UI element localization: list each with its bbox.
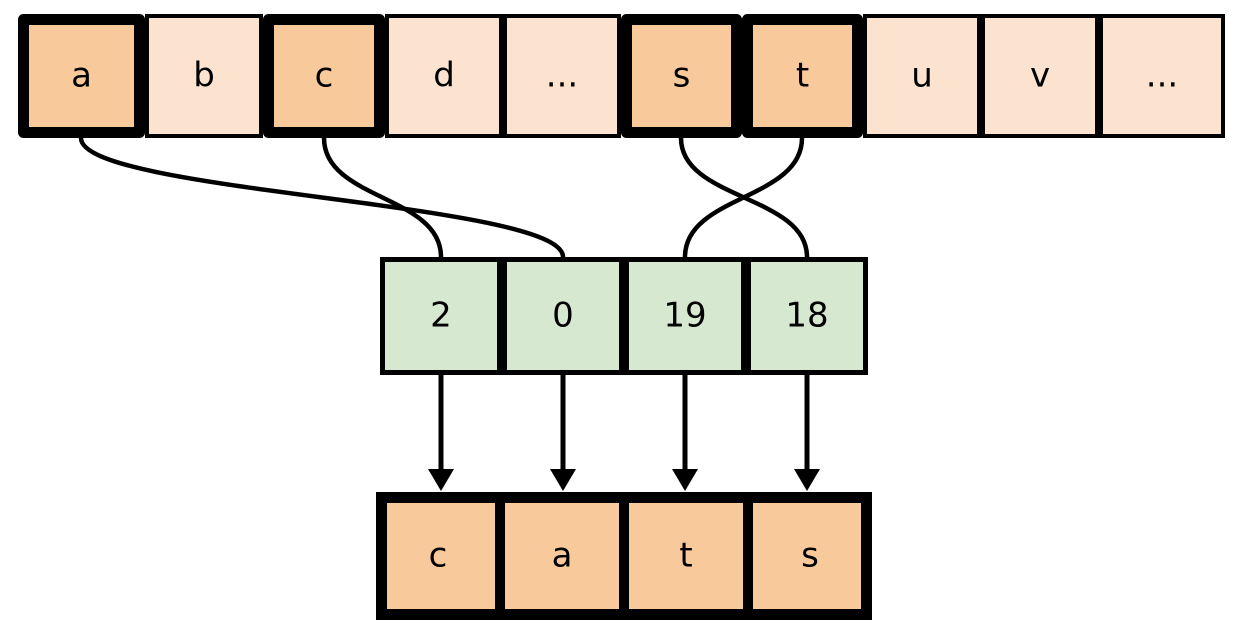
cell-background bbox=[385, 14, 503, 138]
output-cell-a: a bbox=[500, 492, 624, 620]
alphabet-cell-u: u bbox=[863, 14, 981, 138]
connector-c-to-2 bbox=[321, 137, 444, 258]
alphabet-cell-ellipsis-9: ... bbox=[1099, 14, 1225, 138]
index-cell-0: 0 bbox=[502, 257, 624, 375]
arrow-head-icon bbox=[672, 469, 698, 491]
alphabet-cell-s: s bbox=[621, 14, 742, 138]
cell-background bbox=[621, 14, 742, 138]
index-cell-2: 2 bbox=[380, 257, 502, 375]
cell-background bbox=[863, 14, 981, 138]
cell-background bbox=[746, 257, 868, 375]
arrow-18-to-s bbox=[794, 375, 820, 491]
arrow-0-to-a bbox=[550, 375, 576, 491]
cell-background bbox=[380, 257, 502, 375]
cell-background bbox=[500, 492, 624, 620]
index-cell-19: 19 bbox=[624, 257, 746, 375]
alphabet-cell-v: v bbox=[981, 14, 1099, 138]
output-strip-frame bbox=[376, 492, 872, 620]
cell-background bbox=[981, 14, 1099, 138]
cell-background bbox=[263, 14, 385, 138]
output-cell-c: c bbox=[376, 492, 500, 620]
alphabet-cell-d: d bbox=[385, 14, 503, 138]
arrow-head-icon bbox=[794, 469, 820, 491]
alphabet-cell-t: t bbox=[742, 14, 863, 138]
index-cell-18: 18 bbox=[746, 257, 868, 375]
arrow-head-icon bbox=[550, 469, 576, 491]
connector-a-to-0 bbox=[78, 137, 566, 258]
cell-background bbox=[145, 14, 263, 138]
output-cell-s: s bbox=[748, 492, 872, 620]
cell-background bbox=[18, 14, 145, 138]
alphabet-cell-b: b bbox=[145, 14, 263, 138]
cell-background bbox=[748, 492, 872, 620]
cell-background bbox=[1099, 14, 1225, 138]
alphabet-cell-c: c bbox=[263, 14, 385, 138]
cell-background bbox=[742, 14, 863, 138]
arrow-head-icon bbox=[428, 469, 454, 491]
cell-background bbox=[503, 14, 621, 138]
cell-background bbox=[502, 257, 624, 375]
alphabet-cell-ellipsis-4: ... bbox=[503, 14, 621, 138]
alphabet-cell-a: a bbox=[18, 14, 145, 138]
connector-t-to-19 bbox=[682, 137, 805, 258]
arrow-19-to-t bbox=[672, 375, 698, 491]
index-to-output-arrows bbox=[428, 375, 820, 491]
output-cell-t: t bbox=[624, 492, 748, 620]
cell-background bbox=[624, 492, 748, 620]
letter-to-index-curves bbox=[78, 137, 810, 258]
arrow-2-to-c bbox=[428, 375, 454, 491]
cell-background bbox=[376, 492, 500, 620]
cell-background bbox=[624, 257, 746, 375]
